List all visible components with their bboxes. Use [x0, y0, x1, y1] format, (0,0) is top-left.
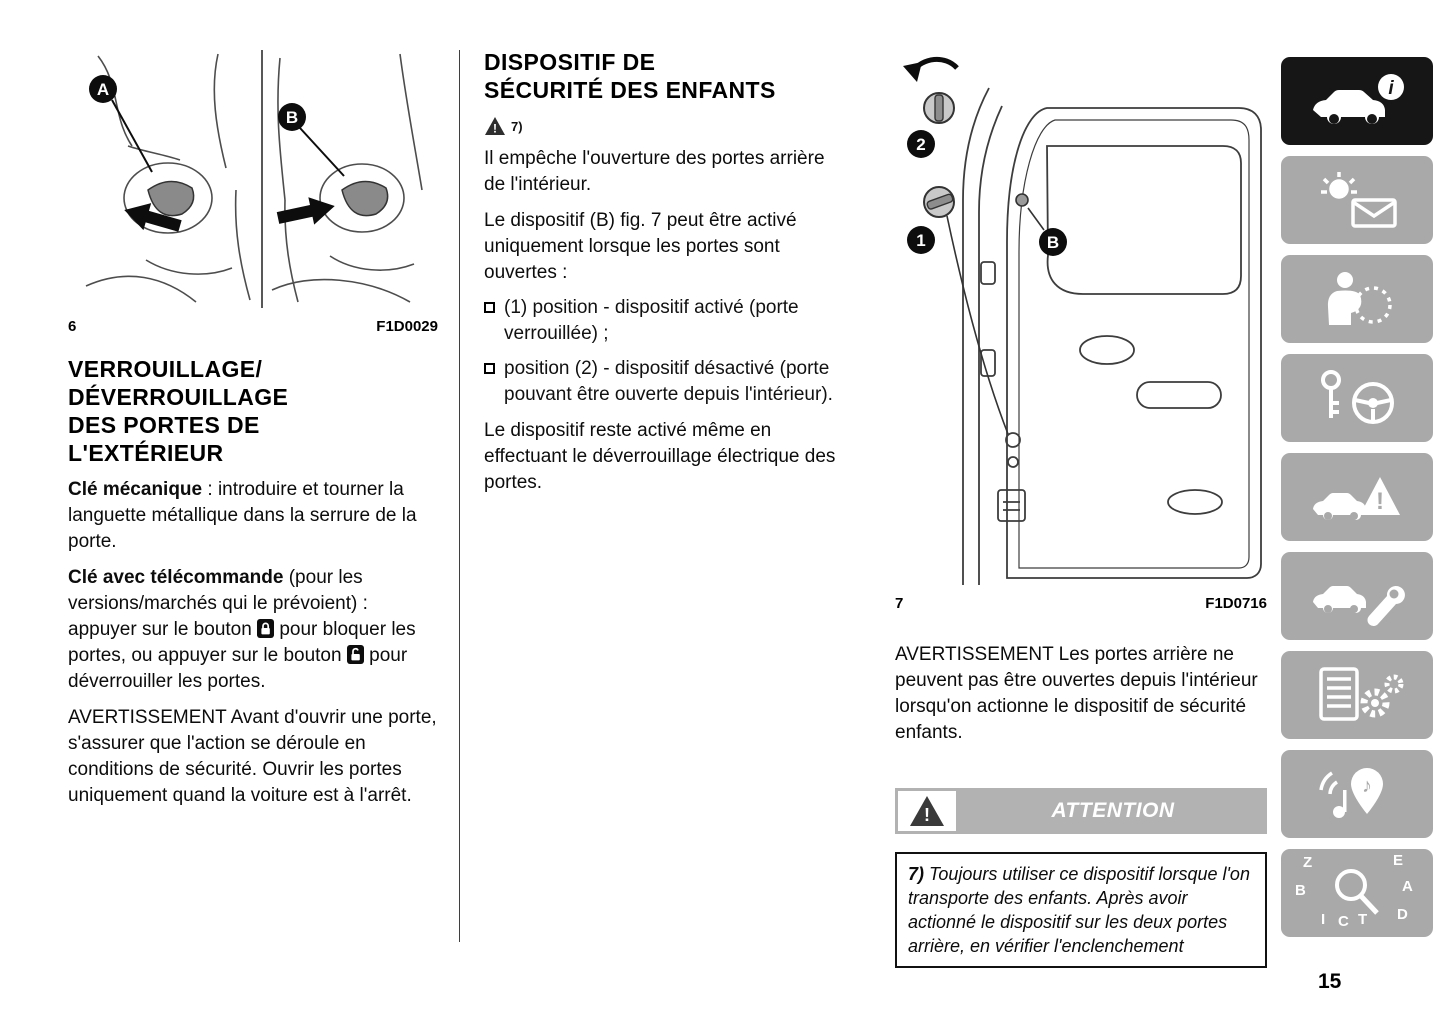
section-warning-lights-messages-button[interactable]: [1281, 156, 1433, 244]
music-note-glyph: ♪: [1362, 775, 1372, 797]
document-gears-icon: [1319, 667, 1404, 721]
warning-triangle-icon: !: [910, 796, 944, 826]
note-reference-number: 7): [511, 119, 523, 134]
figure7-number: 7: [895, 595, 904, 612]
label-2: 2: [916, 135, 925, 154]
bullet-position-1: (1) position - dispositif activé (porte …: [484, 295, 846, 347]
label-b: B: [286, 108, 298, 127]
middle-column: DISPOSITIF DE SÉCURITÉ DES ENFANTS ! 7) …: [484, 48, 846, 496]
label-a: A: [97, 80, 109, 99]
index-letter: Z: [1303, 854, 1313, 871]
car-wrench-icon: [1313, 586, 1405, 627]
figure7-caption: 7 F1D0716: [895, 595, 1267, 612]
section-tab-sidebar: i: [1281, 57, 1433, 937]
section-technical-data-button[interactable]: [1281, 651, 1433, 739]
lock-button-icon: [257, 619, 275, 638]
section-alphabetical-index-button[interactable]: Z E A B I C T D: [1281, 849, 1433, 937]
index-letter: A: [1402, 878, 1413, 895]
section-multimedia-button[interactable]: ♪: [1281, 750, 1433, 838]
index-letter: I: [1321, 911, 1326, 928]
figure6-drawing: A B: [85, 50, 423, 308]
cle-telecommande-label: Clé avec télécommande: [68, 567, 284, 588]
heading-verrouillage: VERROUILLAGE/ DÉVERROUILLAGE DES PORTES …: [68, 356, 289, 466]
section-safety-button[interactable]: [1281, 255, 1433, 343]
alphabetical-index-icon: Z E A B I C T D: [1281, 849, 1433, 937]
bullet-position-2-text: position (2) - dispositif désactivé (por…: [504, 358, 833, 405]
right-column: 2 1 B 7 F1D0716 AVERTISSEMENT Les portes…: [895, 50, 1267, 968]
bullet-position-1-text: (1) position - dispositif activé (porte …: [504, 297, 799, 344]
left-column: A B 6: [68, 50, 438, 809]
section-starting-driving-button[interactable]: [1281, 354, 1433, 442]
key-steering-wheel-icon: [1321, 370, 1394, 424]
paragraph-empeche-ouverture: Il empêche l'ouverture des portes arrièr…: [484, 148, 825, 195]
paragraph-cle-mecanique: Clé mécanique : introduire et tourner la…: [68, 477, 438, 555]
footnote-number: 7): [908, 864, 925, 884]
paragraph-dispositif-b: Le dispositif (B) fig. 7 peut être activ…: [484, 210, 797, 283]
index-letter: E: [1393, 852, 1404, 869]
label-1: 1: [916, 231, 925, 250]
page-number: 15: [1318, 970, 1342, 993]
figure7-code: F1D0716: [1205, 595, 1267, 612]
navigation-music-icon: ♪: [1319, 768, 1383, 818]
car-warning-triangle-icon: !: [1313, 477, 1400, 520]
cle-telecommande-text-1: (pour les versions/marchés qui le prévoi…: [68, 567, 368, 640]
attention-banner: ! ATTENTION: [895, 788, 1267, 834]
warning-triangle-icon: !: [485, 117, 505, 136]
car-info-icon: i: [1313, 74, 1404, 124]
note-reference-row: ! 7): [484, 112, 846, 136]
figure6-caption: 6 F1D0029: [68, 318, 438, 335]
figure-child-lock-door: 2 1 B 7 F1D0716: [895, 50, 1267, 612]
magnifier-icon: [1335, 869, 1379, 915]
index-letter: C: [1338, 913, 1349, 930]
arrow-a: [124, 203, 182, 232]
figure6-code: F1D0029: [376, 318, 438, 335]
square-bullet-icon: [484, 363, 495, 374]
warning-open-door: AVERTISSEMENT Avant d'ouvrir une porte, …: [68, 707, 437, 806]
exclamation-glyph: !: [1376, 488, 1384, 515]
figure7-drawing: 2 1 B: [903, 57, 1262, 585]
unlock-button-icon: [346, 645, 364, 664]
bullet-position-2: position (2) - dispositif désactivé (por…: [484, 356, 846, 408]
index-letter: D: [1397, 906, 1408, 923]
warning-light-message-icon: [1321, 172, 1397, 228]
footnote-text: Toujours utiliser ce dispositif lorsque …: [908, 864, 1250, 956]
attention-icon-box: !: [898, 791, 956, 831]
square-bullet-icon: [484, 302, 495, 313]
cle-mecanique-label: Clé mécanique: [68, 479, 203, 500]
cle-telecommande-text-3: pour déverrouiller les portes.: [68, 645, 408, 692]
info-glyph: i: [1388, 78, 1394, 99]
index-letter: B: [1295, 882, 1306, 899]
heading-dispositif-securite-enfants: DISPOSITIF DE SÉCURITÉ DES ENFANTS: [484, 49, 776, 103]
figure6-number: 6: [68, 318, 77, 335]
exclamation-glyph: !: [924, 805, 930, 825]
section-emergency-button[interactable]: !: [1281, 453, 1433, 541]
exclamation-glyph: !: [493, 122, 497, 136]
attention-label: ATTENTION: [1051, 799, 1175, 822]
index-letter: T: [1358, 911, 1368, 928]
figure-door-exterior-lock: A B 6: [68, 50, 438, 335]
warning-rear-doors: AVERTISSEMENT Les portes arrière ne peuv…: [895, 644, 1258, 743]
section-maintenance-button[interactable]: [1281, 552, 1433, 640]
cle-telecommande-text-2: pour bloquer les portes, ou appuyer sur …: [68, 619, 416, 666]
paragraph-reste-active: Le dispositif reste activé même en effec…: [484, 420, 836, 493]
section-vehicle-info-button[interactable]: i: [1281, 57, 1433, 145]
rotation-arrow: [903, 62, 922, 82]
column-divider: [459, 50, 460, 942]
cle-mecanique-text: : introduire et tourner la languette mét…: [68, 479, 417, 552]
arrow-b: [276, 197, 335, 225]
paragraph-cle-telecommande: Clé avec télécommande (pour les versions…: [68, 565, 438, 695]
airbag-safety-icon: [1327, 272, 1392, 325]
label-b-fig7: B: [1047, 233, 1059, 252]
footnote-box: 7) Toujours utiliser ce dispositif lorsq…: [895, 852, 1267, 968]
